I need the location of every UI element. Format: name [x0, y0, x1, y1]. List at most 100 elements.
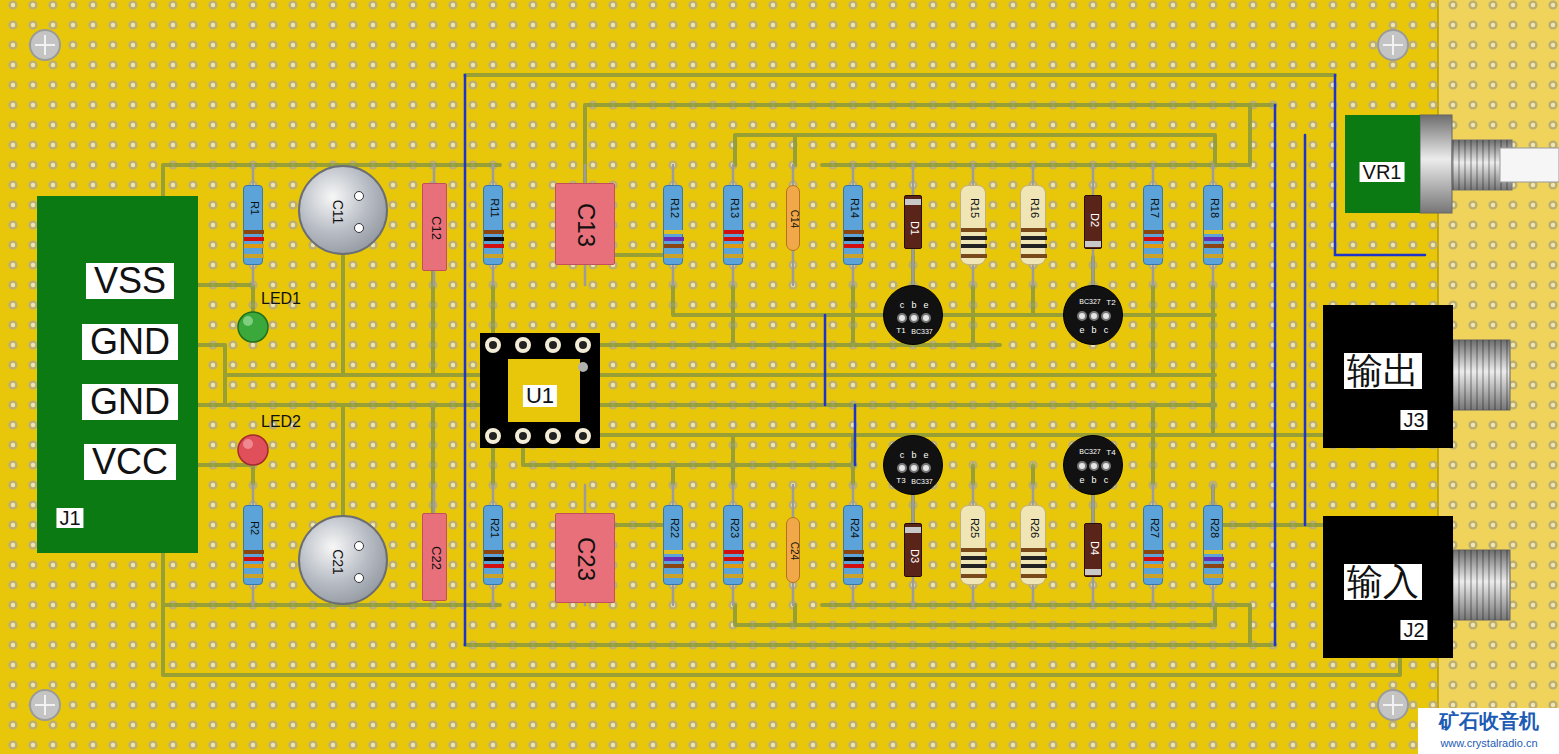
led-highlight [243, 316, 253, 326]
component-label: b [1091, 476, 1096, 485]
component-label: c [1104, 476, 1109, 485]
component-label: BC337 [911, 478, 932, 485]
jack-barrels [1452, 340, 1510, 620]
component-detail [664, 254, 684, 258]
component-detail [1021, 254, 1047, 258]
component-label: R17 [1149, 198, 1160, 218]
component-detail [664, 244, 684, 248]
component-detail [961, 236, 987, 240]
diode-body: D3 [904, 523, 922, 577]
electrolytic-capacitor: C11 [298, 165, 388, 255]
jack-barrel [1452, 550, 1510, 620]
component-detail [1021, 228, 1047, 232]
component-detail [961, 564, 987, 568]
component-label: e [1079, 476, 1084, 485]
component-detail [1021, 244, 1047, 248]
component-label: 输出 [1344, 353, 1422, 389]
component-label: VCC [84, 444, 176, 480]
pot-knob [1500, 148, 1559, 182]
component-label: C23 [574, 537, 598, 581]
component-detail [575, 337, 591, 353]
mounting-cross [35, 695, 55, 715]
diode-body: D4 [1084, 523, 1102, 577]
film-capacitor: C22 [422, 513, 447, 601]
component-label: b [911, 451, 916, 460]
component-label: R28 [1209, 518, 1220, 538]
component-detail [545, 428, 561, 444]
component-detail [1085, 569, 1101, 575]
component-label: T1 [896, 327, 905, 335]
transistor-pnp: BC327T2ebc [1063, 285, 1123, 345]
component-detail [664, 564, 684, 568]
audio-jack: 输入J2 [1323, 516, 1453, 658]
film-capacitor: C12 [422, 183, 447, 271]
component-detail [664, 550, 684, 554]
component-label: R16 [1029, 198, 1040, 218]
component-label: C12 [429, 216, 442, 240]
component-detail [724, 237, 744, 241]
component-detail [1144, 237, 1164, 241]
jack-ribs [1452, 550, 1510, 620]
resistor-body: R26 [1020, 505, 1046, 585]
component-detail [1089, 461, 1099, 471]
component-detail [844, 244, 864, 248]
component-detail [724, 254, 744, 258]
component-detail [1077, 311, 1087, 321]
component-label: C21 [331, 549, 345, 575]
component-label: R21 [489, 518, 500, 538]
component-detail [1101, 311, 1111, 321]
component-label: R22 [669, 518, 680, 538]
component-detail [578, 362, 588, 372]
component-detail [664, 237, 684, 241]
component-label: R23 [729, 518, 740, 538]
component-detail [484, 254, 504, 258]
watermark: 矿石收音机 [1439, 711, 1539, 731]
resistor-body: R11 [483, 185, 503, 265]
component-detail [1021, 556, 1047, 560]
component-detail [724, 244, 744, 248]
component-detail [1144, 254, 1164, 258]
component-detail [909, 463, 919, 473]
component-label: R24 [849, 518, 860, 538]
electrolytic-capacitor: C21 [298, 515, 388, 605]
resistor-body: R17 [1143, 185, 1163, 265]
pot-housing [1420, 115, 1452, 213]
ceramic-capacitor: C14 [786, 185, 800, 251]
transistor-npn: cbeT1BC337 [883, 285, 943, 345]
jack-ribs [1452, 340, 1510, 410]
jumper-wires [465, 75, 1425, 645]
diode-body: D1 [904, 195, 922, 249]
component-label: e [923, 301, 928, 310]
component-detail [844, 230, 864, 234]
component-detail [484, 230, 504, 234]
component-label: C24 [789, 542, 799, 560]
component-detail [961, 574, 987, 578]
component-detail [1077, 461, 1087, 471]
component-label: T2 [1106, 299, 1115, 307]
component-label: T3 [896, 477, 905, 485]
component-label: VR1 [1360, 162, 1405, 182]
component-detail [724, 557, 744, 561]
component-detail [1021, 574, 1047, 578]
ceramic-capacitor: C24 [786, 517, 800, 583]
component-detail [354, 541, 364, 551]
component-detail [485, 428, 501, 444]
component-detail [1204, 244, 1224, 248]
component-detail [664, 230, 684, 234]
resistor-body: R13 [723, 185, 743, 265]
component-label: 输入 [1344, 564, 1422, 600]
resistor-body: R28 [1203, 505, 1223, 585]
component-detail [1204, 230, 1224, 234]
component-label: BC337 [911, 328, 932, 335]
component-detail [244, 557, 264, 561]
component-detail [575, 428, 591, 444]
ic-socket: U1 [480, 333, 600, 448]
component-detail [1101, 461, 1111, 471]
component-label: BC327 [1079, 298, 1100, 305]
component-label: R12 [669, 198, 680, 218]
component-label: GND [82, 384, 178, 420]
component-detail [844, 564, 864, 568]
component-label: c [900, 301, 905, 310]
power-connector: VSSGNDGNDVCCJ1 [37, 196, 198, 553]
